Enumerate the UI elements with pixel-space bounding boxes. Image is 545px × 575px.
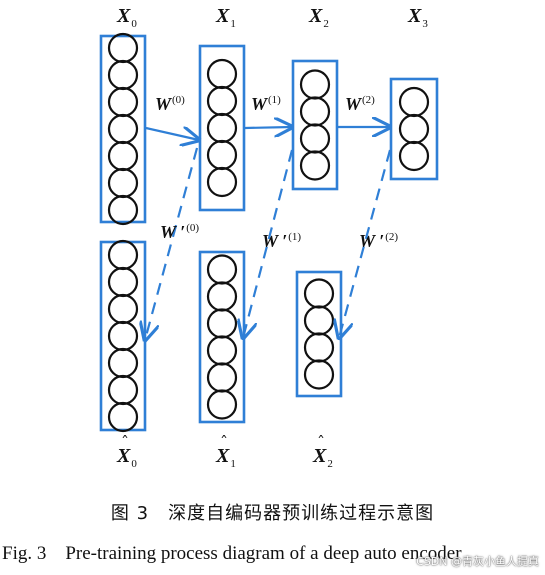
- neuron: [398, 140, 430, 172]
- neuron: [107, 320, 139, 352]
- neuron: [206, 281, 238, 312]
- layer-box-x3: [389, 77, 439, 181]
- layer-xhat2: [295, 270, 343, 398]
- neuron: [398, 86, 430, 118]
- forward-weight-label: W(0): [155, 94, 185, 114]
- hat-accent: ˆ: [121, 433, 129, 452]
- neuron: [299, 96, 331, 127]
- neuron: [107, 293, 139, 325]
- neuron: [206, 308, 238, 339]
- layer-box-xhat0: [99, 240, 147, 432]
- neuron: [299, 123, 331, 154]
- neuron: [206, 139, 238, 171]
- layer-x1: [198, 44, 246, 212]
- reverse-arrow: [145, 147, 199, 340]
- neuron: [206, 362, 238, 393]
- forward-weight-label: W(1): [251, 94, 281, 114]
- neuron: [206, 335, 238, 366]
- layer-xhat1: [198, 250, 246, 424]
- layer-box-x0: [99, 34, 147, 224]
- neuron: [107, 401, 139, 433]
- layer-label-xhat2: X2: [312, 445, 333, 470]
- neuron: [107, 140, 139, 172]
- figure-caption-chinese: 图 3 深度自编码器预训练过程示意图: [110, 503, 435, 524]
- layer-label-x1: X1: [215, 5, 236, 30]
- neuron: [303, 359, 335, 390]
- neuron: [299, 150, 331, 181]
- layer-label-x2: X2: [308, 5, 329, 30]
- neuron: [303, 305, 335, 336]
- watermark: CSDN @青灰小鱼人提真: [416, 555, 539, 568]
- neuron: [107, 374, 139, 406]
- neuron: [398, 113, 430, 145]
- neuron: [107, 59, 139, 91]
- layer-xhat0: [99, 239, 147, 433]
- layer-x2: [291, 59, 339, 191]
- neuron: [303, 278, 335, 309]
- neuron: [206, 254, 238, 285]
- neuron: [206, 389, 238, 420]
- neuron: [107, 113, 139, 145]
- neuron: [107, 32, 139, 64]
- layer-label-x3: X3: [407, 5, 428, 30]
- layer-label-x0: X0: [116, 5, 137, 30]
- neuron: [299, 69, 331, 100]
- forward-weight-label: W(2): [345, 94, 375, 114]
- reverse-weight-label: W ′(2): [359, 231, 398, 251]
- reverse-weight-label: W ′(1): [262, 231, 301, 251]
- layer-x0: [99, 32, 147, 226]
- neuron: [206, 85, 238, 117]
- layer-box-x1: [198, 44, 246, 212]
- forward-arrow: [145, 128, 199, 140]
- neuron: [303, 332, 335, 363]
- reverse-arrow: [243, 149, 294, 338]
- layer-x3: [389, 77, 439, 181]
- neuron: [107, 239, 139, 271]
- neuron: [206, 166, 238, 198]
- reverse-weight-label: W ′(0): [160, 222, 199, 242]
- neuron: [107, 194, 139, 226]
- neuron: [107, 167, 139, 199]
- neuron: [107, 347, 139, 379]
- hat-accent: ˆ: [220, 433, 228, 452]
- layer-label-xhat0: X0: [116, 445, 137, 470]
- layer-label-xhat1: X1: [215, 445, 236, 470]
- forward-arrow: [244, 127, 292, 128]
- hat-accent: ˆ: [317, 433, 325, 452]
- reverse-arrow: [339, 149, 392, 338]
- neuron: [107, 266, 139, 298]
- figure-caption-english: Fig. 3 Pre-training process diagram of a…: [2, 543, 462, 564]
- neuron: [206, 58, 238, 90]
- neuron: [206, 112, 238, 144]
- neuron: [107, 86, 139, 118]
